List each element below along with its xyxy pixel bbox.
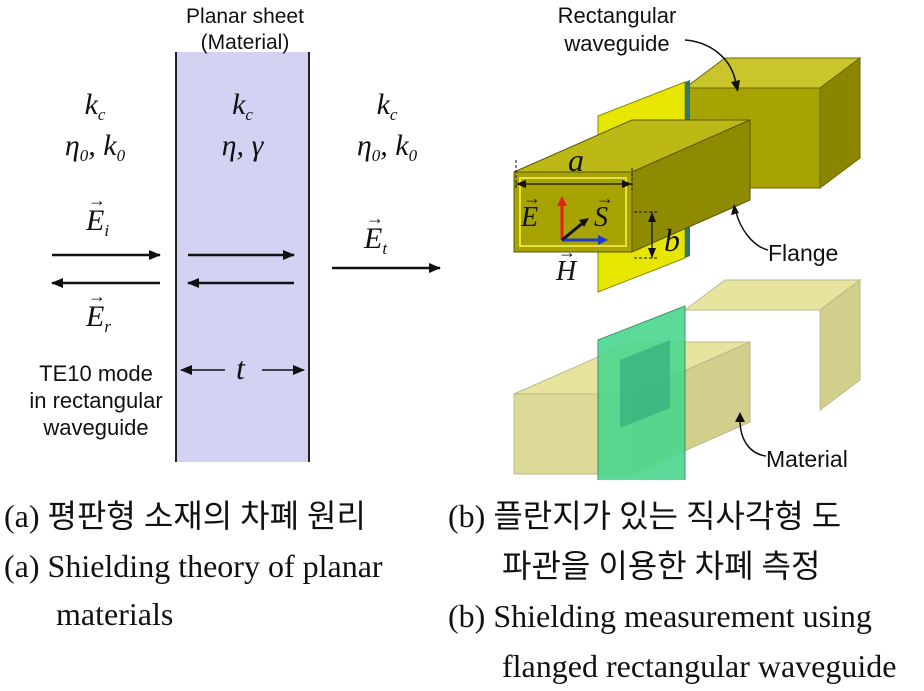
region-left-k: k — [84, 88, 98, 121]
region-left-params: kc η0, k0 — [64, 88, 126, 165]
field-transmitted-symbol: E — [364, 208, 384, 256]
vec-h-symbol: H — [556, 242, 576, 288]
flange-label: Flange — [768, 240, 839, 266]
region-left-k-sub: c — [97, 105, 106, 124]
region-right-k: k — [376, 88, 390, 121]
caption-b-english-line2: flanged rectangular waveguide — [502, 648, 897, 684]
field-transmitted-label: Et — [364, 208, 388, 259]
wave-arrows — [51, 250, 441, 375]
sheet-label-line2: (Material) — [200, 31, 290, 54]
caption-a-english-line2: materials — [56, 596, 174, 632]
region-right-k0: k — [395, 129, 409, 162]
field-incident-label: Ei — [86, 190, 110, 241]
caption-a-english-line1: (a) Shielding theory of planar — [4, 548, 383, 584]
field-reflected-label: Er — [86, 286, 111, 337]
material-leader — [739, 419, 767, 457]
vec-e-symbol: E — [521, 188, 541, 234]
region-sheet-params: kc η, γ — [176, 88, 309, 163]
sheet-right-boundary — [308, 52, 310, 462]
mode-label: TE10 mode in rectangular waveguide — [10, 360, 182, 441]
mode-label-line1: TE10 mode — [39, 361, 153, 386]
s-vector-arrow — [561, 220, 585, 242]
field-incident-sub: i — [104, 221, 110, 240]
waveguide-leader — [684, 39, 737, 85]
sheet-label-line1: Planar sheet — [186, 5, 304, 28]
region-right-eta-sub: 0 — [371, 146, 381, 165]
material-sheet — [597, 305, 686, 480]
region-right-eta: η — [356, 129, 372, 162]
field-transmitted-sub: t — [382, 239, 388, 258]
region-right-params: kc η0, k0 — [356, 88, 418, 165]
sheet-label: Planar sheet (Material) — [150, 4, 340, 56]
caption-b-korean-line1: (b) 플란지가 있는 직사각형 도 — [448, 498, 842, 534]
region-left-eta-sub: 0 — [79, 146, 89, 165]
field-reflected-sub: r — [104, 317, 111, 336]
sheet-left-boundary — [175, 52, 177, 462]
vec-s-symbol: S — [594, 188, 614, 234]
caption-a-korean: (a) 평판형 소재의 차폐 원리 — [4, 498, 366, 534]
waveguide-label-line2: waveguide — [564, 31, 670, 56]
region-sheet-eta-gamma: η, γ — [221, 129, 264, 162]
region-right-k0-sub: 0 — [408, 146, 418, 165]
field-reflected-symbol: E — [86, 286, 106, 334]
flange-leader — [735, 211, 769, 251]
vec-s-label: S — [594, 188, 614, 234]
region-left-k0-sub: 0 — [116, 146, 126, 165]
material-label: Material — [766, 446, 848, 472]
lower-waveguide — [513, 279, 862, 475]
vec-h-label: H — [556, 242, 576, 288]
mode-label-line2: in rectangular — [29, 388, 163, 413]
region-left-k0: k — [103, 129, 117, 162]
caption-b-english-line1: (b) Shielding measurement using — [448, 598, 872, 634]
region-right-k-sub: c — [389, 105, 398, 124]
dim-b-label: b — [664, 222, 680, 258]
region-sheet-k-sub: c — [245, 105, 253, 124]
waveguide-illustration — [513, 39, 862, 480]
vec-e-label: E — [521, 188, 541, 234]
region-left-eta: η — [64, 129, 80, 162]
waveguide-label: Rectangular waveguide — [540, 2, 694, 58]
dim-a-label: a — [568, 142, 584, 178]
waveguide-label-line1: Rectangular — [557, 3, 677, 28]
caption-b-korean-line2: 파관을 이용한 차폐 측정 — [502, 548, 821, 584]
mode-label-line3: waveguide — [43, 415, 149, 440]
field-incident-symbol: E — [86, 190, 106, 238]
thickness-label: t — [236, 350, 245, 386]
region-sheet-k: k — [232, 88, 246, 121]
